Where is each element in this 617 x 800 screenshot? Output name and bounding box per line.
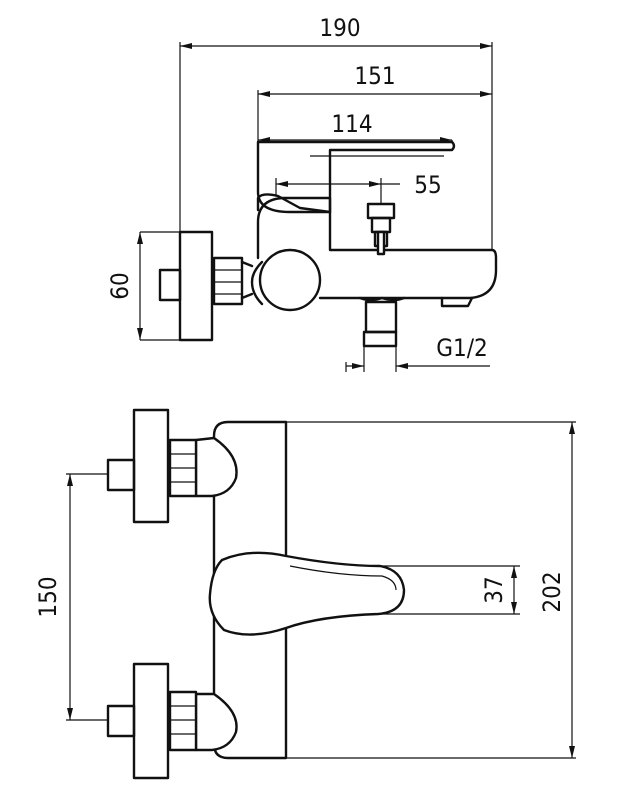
side-view: 190 151 114 55	[106, 14, 498, 372]
dimension-lever-length-label: 114	[331, 110, 372, 138]
front-view-body	[106, 408, 406, 780]
dimension-lever-height: 37	[480, 566, 517, 614]
dimension-lever-height-label: 37	[480, 576, 508, 603]
dimension-spout-length: 151	[258, 62, 492, 97]
side-view-extension-lines	[140, 42, 493, 372]
dimension-spout-length-label: 151	[354, 62, 395, 90]
dimension-connector-size-label: 60	[106, 272, 134, 299]
dimension-lever-length: 114	[258, 110, 452, 143]
dimension-overall-height-label: 202	[538, 571, 566, 612]
dimension-inlet-spacing: 150	[34, 474, 73, 720]
dimension-inlet-spacing-label: 150	[34, 576, 62, 617]
dimension-diverter-offset-label: 55	[414, 171, 441, 199]
front-view: 150 37 202	[34, 408, 576, 780]
dimension-connector-size: 60	[106, 232, 143, 340]
dimension-diverter-offset: 55	[275, 171, 442, 204]
dimension-overall-height: 202	[538, 422, 575, 758]
side-view-body	[158, 140, 498, 348]
front-view-extension-lines	[66, 421, 576, 759]
dimension-thread-label: G1/2	[436, 334, 487, 362]
dimension-overall-depth-label: 190	[319, 14, 360, 42]
dimension-thread: G1/2	[346, 334, 490, 369]
dimension-overall-depth: 190	[180, 14, 492, 49]
